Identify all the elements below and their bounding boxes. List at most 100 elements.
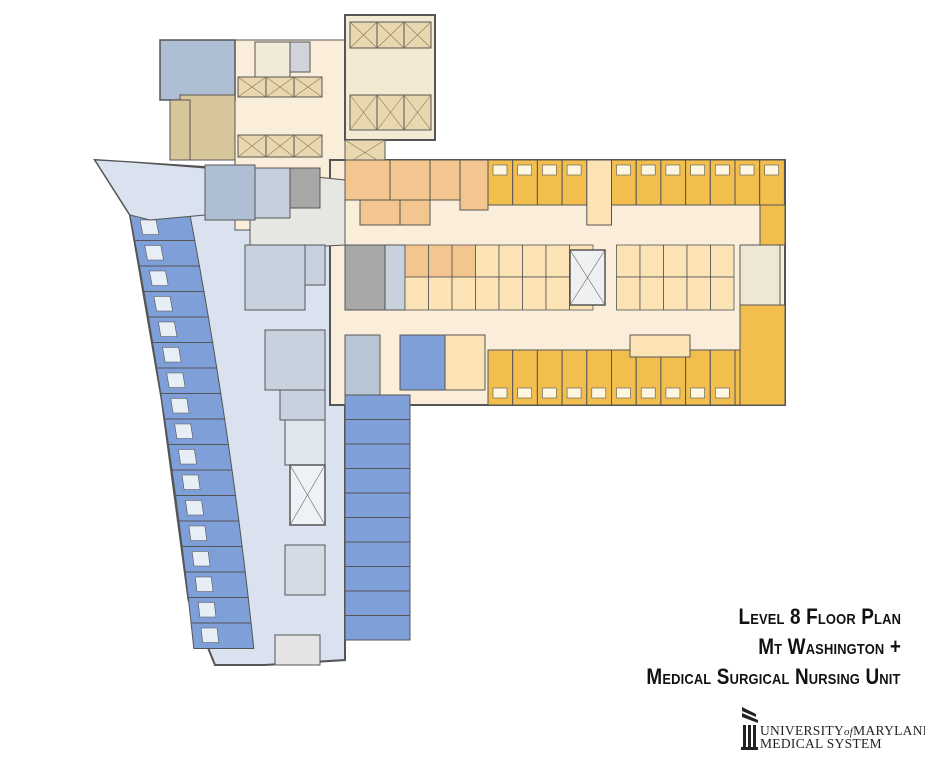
elevator-bank-d-x2 [237, 134, 267, 158]
mt-washington-patient-room-west-4 [143, 291, 209, 318]
mt-washington-patient-room-corner [399, 334, 446, 391]
mt-washington-patient-room-east-3 [344, 443, 411, 469]
shaft-north [289, 41, 311, 73]
stair-north [254, 41, 291, 83]
patient-bed-west-10 [178, 449, 197, 465]
patient-bed-south-1 [492, 387, 508, 399]
mt-washington-patient-room-west-9 [164, 418, 229, 445]
med-surg-patient-room-ne [759, 204, 786, 246]
patient-bed-north-3 [542, 164, 557, 176]
plan-title-unit-1: Mt Washington + [758, 634, 901, 659]
elevator-bank-a-x2 [349, 21, 378, 49]
patient-bed-west-1 [139, 219, 160, 235]
support-room-lower-1 [404, 276, 429, 311]
procedure-room-6 [399, 199, 431, 226]
support-room-lower-12 [663, 276, 688, 311]
elevator-bank-b-x2 [403, 94, 432, 131]
mt-washington-patient-room-east-9 [344, 590, 411, 616]
nurse-station-west [244, 244, 306, 311]
support-room-lower-10 [616, 276, 641, 311]
patient-bed-south-9 [690, 387, 705, 399]
nurse-station-east [629, 334, 691, 358]
procedure-room-4 [459, 159, 489, 211]
procedure-room-2 [389, 159, 431, 201]
patient-bed-west-7 [166, 372, 186, 388]
support-room-upper-4 [475, 244, 500, 278]
central-shaft [344, 244, 386, 311]
dome-columns-icon [741, 707, 758, 750]
support-room-upper-13 [686, 244, 711, 278]
patient-bed-west-13 [188, 525, 208, 541]
patient-bed-south-4 [566, 387, 582, 399]
patient-bed-south-3 [542, 387, 557, 399]
mt-washington-patient-room-west-13 [178, 520, 243, 547]
patient-bed-south-10 [714, 387, 730, 399]
patient-bed-west-5 [157, 321, 178, 337]
support-room-upper-10 [616, 244, 641, 278]
storage-room [289, 167, 321, 209]
lounge-west [284, 419, 326, 466]
mt-washington-patient-room-west-5 [147, 316, 214, 343]
elevator-bank-d-x2 [293, 134, 323, 158]
support-room-upper-6 [522, 244, 547, 278]
north-support-room [159, 39, 236, 101]
support-room-upper-5 [498, 244, 523, 278]
patient-bed-north-11 [739, 164, 755, 176]
mt-washington-patient-room-east-7 [344, 541, 411, 567]
patient-bed-south-5 [591, 387, 607, 399]
patient-bed-west-12 [185, 500, 204, 516]
procedure-room-5 [359, 199, 401, 226]
support-room-upper-11 [639, 244, 664, 278]
support-room-lower-3 [451, 276, 476, 311]
mt-washington-patient-room-east-4 [344, 468, 411, 494]
patient-bed-north-8 [665, 164, 681, 176]
elevator-bank-b-x2 [349, 94, 378, 131]
mt-washington-patient-room-west-7 [156, 367, 222, 394]
logo-text-line2: Medical System [760, 736, 882, 751]
office-west [279, 389, 326, 421]
elevator-bank-d-x2 [265, 134, 295, 158]
mt-washington-patient-room-west-11 [171, 469, 237, 496]
logo-text-line1: UniversityofMaryland [760, 723, 925, 738]
staff-lounge-east [586, 159, 612, 226]
work-room-west [264, 329, 326, 391]
mt-washington-patient-room-west-3 [138, 265, 205, 292]
mt-washington-patient-room-west-2 [134, 240, 201, 267]
elevator-bank-b-x2 [376, 94, 405, 131]
support-room-lower-5 [498, 276, 523, 311]
mt-washington-patient-room-east-1 [344, 394, 411, 420]
patient-bed-north-7 [640, 164, 656, 176]
patient-bed-west-11 [181, 474, 201, 490]
patient-bed-west-2 [144, 245, 164, 261]
mt-washington-patient-room-east-10 [344, 615, 411, 641]
patient-bed-north-4 [566, 164, 582, 176]
family-lounge [94, 159, 206, 221]
procedure-room-3 [429, 159, 461, 201]
patient-bed-west-17 [200, 627, 220, 643]
mt-washington-patient-room-east-6 [344, 517, 411, 543]
med-surg-patient-room-north-1 [487, 159, 514, 206]
umms-logo: UniversityofMaryland Medical System [740, 705, 925, 753]
patient-bed-west-8 [170, 398, 190, 414]
mt-washington-patient-room-west-12 [174, 495, 240, 522]
support-room-lower-2 [428, 276, 453, 311]
patient-bed-north-2 [517, 164, 533, 176]
stair-south [274, 634, 321, 666]
support-room-upper-3 [451, 244, 476, 278]
mt-washington-patient-room-west-15 [184, 571, 249, 598]
staff-toilets [204, 164, 256, 221]
patient-bed-north-10 [714, 164, 730, 176]
patient-bed-west-4 [153, 296, 173, 312]
support-room-upper-7 [545, 244, 570, 278]
elevator-east-x2 [569, 249, 606, 306]
patient-bed-south-8 [665, 387, 681, 399]
elevator-bank-c-x2 [265, 76, 295, 98]
elevator-bank-a-x2 [376, 21, 405, 49]
north-staff-alcove [169, 99, 191, 161]
mt-washington-patient-room-west-16 [187, 597, 252, 624]
support-room-lower-11 [639, 276, 664, 311]
patient-bed-west-14 [191, 551, 211, 567]
patient-bed-north-6 [616, 164, 631, 176]
